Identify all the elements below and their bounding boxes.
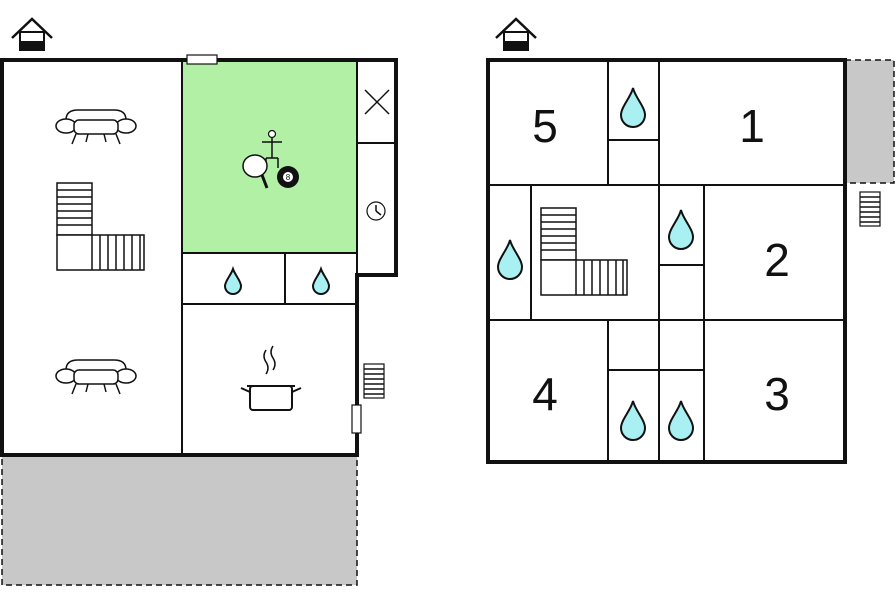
water-drop-icon bbox=[497, 239, 523, 280]
door bbox=[351, 404, 362, 434]
sofa-icon bbox=[55, 359, 137, 395]
water-drop-icon bbox=[668, 209, 694, 250]
water-drop-icon bbox=[668, 400, 694, 441]
upper-floor-outline bbox=[486, 58, 847, 464]
room-number-2: 2 bbox=[764, 234, 790, 286]
staircase-icon bbox=[540, 207, 628, 296]
entrance-house-icon bbox=[10, 17, 54, 52]
clock-icon bbox=[366, 201, 386, 221]
cooking-pot-icon bbox=[240, 345, 302, 411]
room-number-5: 5 bbox=[532, 100, 558, 152]
room-number-1: 1 bbox=[739, 100, 765, 152]
water-drop-icon bbox=[312, 268, 330, 295]
upper-floor: 5 1 2 4 3 bbox=[486, 17, 895, 464]
close-x-icon bbox=[364, 89, 390, 115]
balcony-area bbox=[844, 59, 895, 184]
game-room bbox=[182, 60, 358, 253]
sofa-icon bbox=[55, 109, 137, 145]
room-number-3: 3 bbox=[764, 368, 790, 420]
exterior-stairs-icon bbox=[859, 191, 881, 227]
window bbox=[186, 54, 218, 65]
billiard-8-ball-icon: 8 bbox=[277, 166, 299, 188]
staircase-icon bbox=[56, 182, 145, 271]
water-drop-icon bbox=[224, 268, 242, 295]
ground-floor: 8 bbox=[0, 17, 398, 586]
entrance-house-icon bbox=[494, 17, 538, 52]
water-drop-icon bbox=[620, 87, 646, 128]
terrace-area bbox=[1, 454, 358, 586]
water-drop-icon bbox=[620, 400, 646, 441]
room-number-4: 4 bbox=[532, 368, 558, 420]
table-tennis-icon bbox=[242, 154, 269, 189]
exterior-stairs-icon bbox=[363, 363, 385, 399]
svg-text:8: 8 bbox=[286, 173, 291, 182]
